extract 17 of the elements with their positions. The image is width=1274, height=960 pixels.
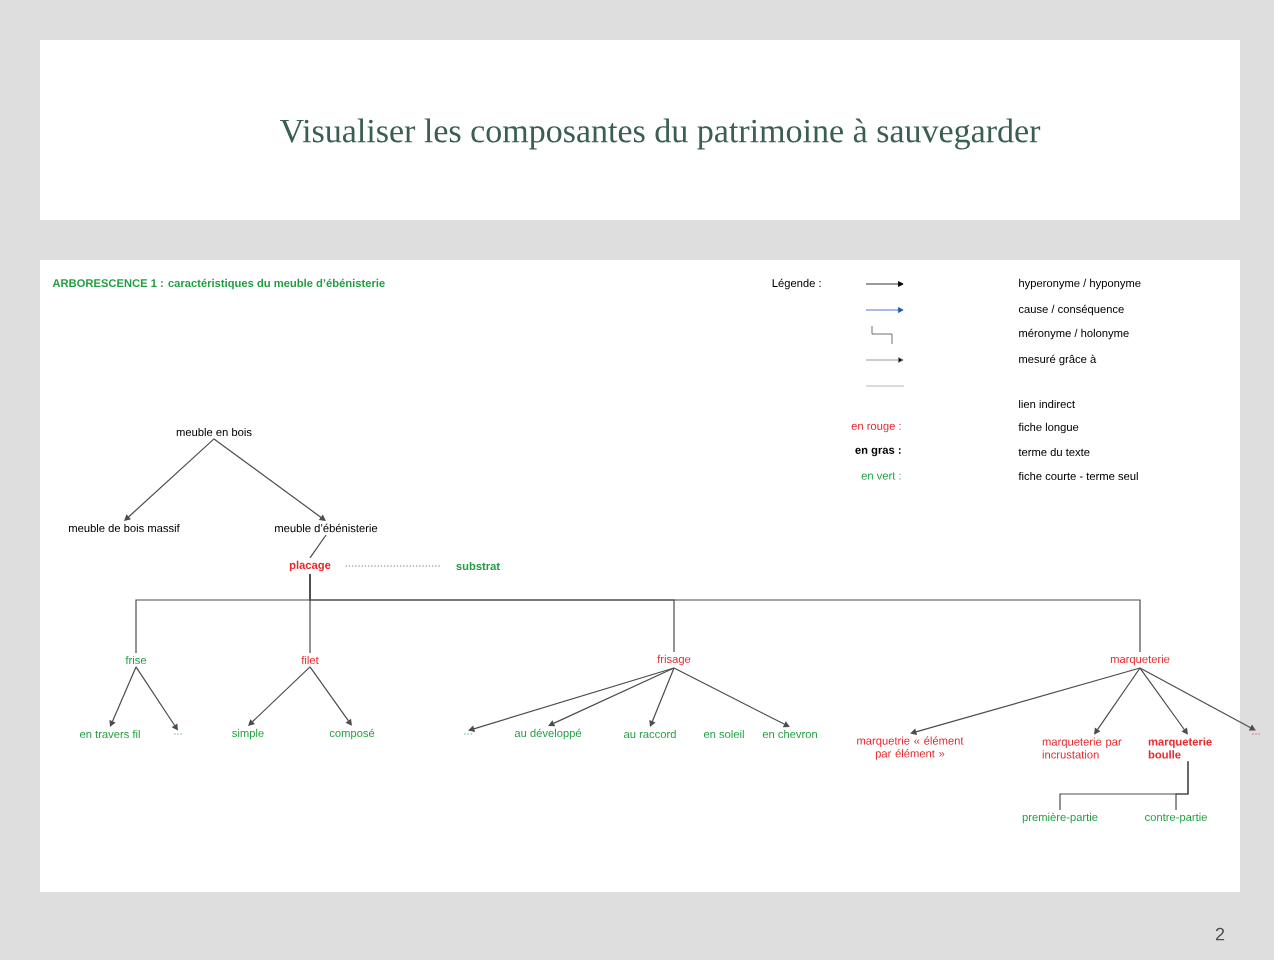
title: Visualiser les composantes du patrimoine à sauvegarder (279, 118, 1041, 150)
bracket-line (309, 573, 1141, 653)
arrow (548, 667, 675, 727)
arrow (910, 667, 1141, 735)
bracket-line (1175, 760, 1189, 811)
text-label: 2 (1215, 927, 1225, 941)
connector-line (345, 565, 442, 567)
arrow (135, 666, 178, 731)
arrow (309, 666, 352, 726)
arrow (248, 666, 311, 726)
connector-line (309, 534, 327, 559)
arrow (1094, 667, 1141, 735)
arrow (213, 438, 326, 521)
arrow (1139, 667, 1256, 731)
arrow (1139, 667, 1188, 735)
arrow (673, 667, 790, 728)
arrow (468, 667, 675, 732)
